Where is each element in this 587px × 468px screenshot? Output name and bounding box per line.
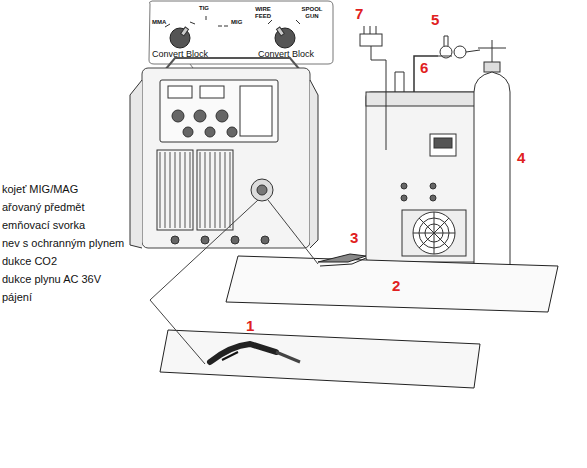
feed-label: WIRE FEED <box>250 6 276 19</box>
feed-label: SPOOL GUN <box>299 6 325 19</box>
legend-line: ařovaný předmět <box>2 201 85 213</box>
legend-line: dukce CO2 <box>2 255 57 267</box>
callout-number: 2 <box>392 278 400 295</box>
knob-caption: Convert Block <box>152 50 208 60</box>
legend-line: pájení <box>2 291 32 303</box>
legend-line: emňovací svorka <box>2 219 85 231</box>
callout-number: 7 <box>355 6 363 23</box>
knob-caption: Convert Block <box>258 50 314 60</box>
legend-line: dukce plynu AC 36V <box>2 273 101 285</box>
mode-label: MMA <box>152 19 166 26</box>
callout-number: 3 <box>350 230 358 247</box>
mode-label: TIG <box>199 5 209 12</box>
legend-line: nev s ochranným plynem <box>2 237 124 249</box>
legend-line: kojeť MIG/MAG <box>2 183 78 195</box>
callout-number: 4 <box>517 150 525 167</box>
mode-label: MIG <box>231 19 242 26</box>
callout-number: 5 <box>431 12 439 29</box>
callout-number: 6 <box>420 60 428 77</box>
callout-number: 1 <box>246 318 254 335</box>
